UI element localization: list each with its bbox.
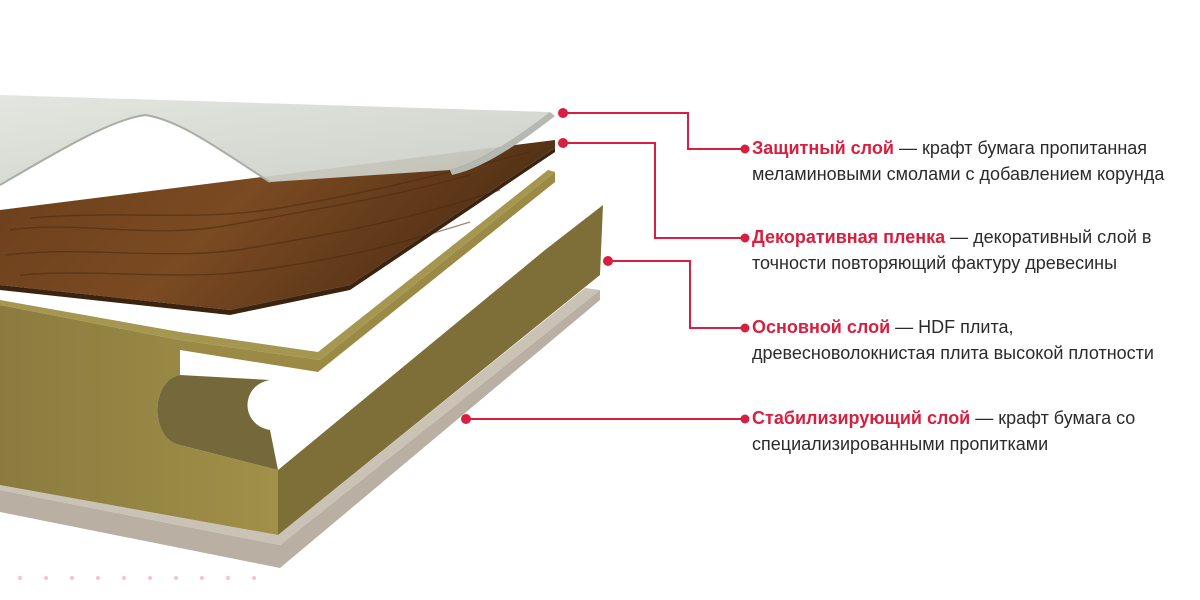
decorative-film-shape [0,140,555,310]
stabilizing-layer-description: — крафт бумага со специализированными пр… [752,408,1136,454]
core-layer-side [278,205,603,535]
callout-connectors [466,112,745,420]
core-layer-term: Основной слой [752,317,891,337]
stabilizing-layer-term: Стабилизирующий слой [752,408,971,428]
wood-grain-texture [4,151,531,276]
label-core-layer: Основной слой — HDF плита, древесноволок… [752,315,1192,366]
core-groove-arc [157,375,278,470]
core-layer-front [0,305,278,535]
protective-layer-shape [0,95,550,185]
label-stabilizing-layer: Стабилизирующий слой — крафт бумага со с… [752,406,1192,457]
protective-layer-description: — крафт бумага пропитанная меламиновыми … [752,138,1165,184]
core-layer-description: — HDF плита, древесноволокнистая плита в… [752,317,1154,363]
decorative-film-description: — декоративный слой в точности повторяющ… [752,227,1152,273]
decorative-film-term: Декоративная пленка [752,227,946,247]
protective-layer-edge [450,112,555,175]
decorative-dots [17,575,257,581]
callout-dots [461,108,750,424]
core-layer-tongue [180,172,555,372]
protective-layer-curl [0,113,271,186]
label-protective-layer: Защитный слой — крафт бумага пропитанная… [752,136,1192,187]
label-decorative-film: Декоративная пленка — декоративный слой … [752,225,1192,276]
protective-layer-term: Защитный слой [752,138,894,158]
